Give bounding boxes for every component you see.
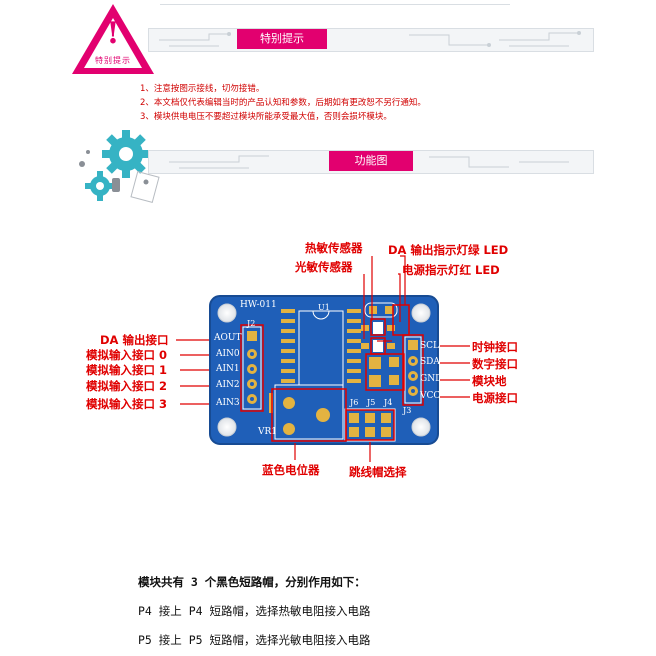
pin-ain2: AIN2 — [216, 380, 240, 390]
warning-title-banner: 特别提示 — [237, 29, 327, 49]
pin-scl: SCL — [420, 341, 440, 351]
warning-note-2: 2、本文档仅代表编辑当时的产品认知和参数，后期如有更改恕不另行通知。 — [140, 98, 426, 108]
callout-ground: 模块地 — [472, 374, 507, 388]
warning-circuit-bar — [148, 28, 594, 52]
callout-da-led: DA 输出指示灯绿 LED — [388, 243, 509, 257]
pcb-board — [209, 295, 439, 445]
callout-analog-in-1: 模拟输入接口 1 — [86, 363, 168, 377]
warning-notes: 1、注意按图示接线，切勿接错。 2、本文档仅代表编辑当时的产品认知和参数，后期如… — [140, 82, 426, 124]
pin-ain1: AIN1 — [216, 364, 240, 374]
pin-sda: SDA — [420, 357, 440, 367]
pin-vcc: VCC — [420, 391, 441, 401]
callout-data: 数字接口 — [472, 357, 518, 371]
callout-analog-in-2: 模拟输入接口 2 — [86, 379, 168, 393]
warning-note-3: 3、模块供电电压不要超过模块所能承受最大值，否则会损坏模块。 — [140, 112, 392, 122]
gears-icon — [74, 124, 164, 208]
board-name: HW-011 — [240, 300, 277, 310]
pot-label: VR1 — [258, 427, 278, 437]
header-right-label: J3 — [403, 406, 412, 415]
callout-jumper-select: 跳线帽选择 — [349, 465, 407, 479]
callout-da-output: DA 输出接口 — [100, 333, 169, 347]
pin-ain3: AIN3 — [216, 398, 240, 408]
callout-analog-in-0: 模拟输入接口 0 — [86, 348, 168, 362]
header-left-label: J2 — [247, 319, 256, 328]
callout-power-led: 电源指示灯红 LED — [402, 263, 500, 277]
warning-icon: ! 特别提示 — [70, 2, 156, 76]
callout-thermistor: 热敏传感器 — [305, 241, 363, 255]
warning-icon-label: 特别提示 — [95, 56, 131, 65]
jumper-j4-label: J4 — [384, 398, 393, 407]
pin-ain0: AIN0 — [216, 349, 240, 359]
top-rule — [160, 4, 510, 5]
pin-aout: AOUT — [214, 333, 242, 343]
callout-analog-in-3: 模拟输入接口 3 — [86, 397, 168, 411]
section-title-banner: 功能图 — [329, 151, 413, 171]
pin-gnd: GND — [420, 374, 443, 384]
warning-note-1: 1、注意按图示接线，切勿接错。 — [140, 84, 265, 94]
jumper-j6-label: J6 — [350, 398, 359, 407]
description-heading: 模块共有 3 个黑色短路帽，分别作用如下： — [138, 575, 366, 589]
callout-clock: 时钟接口 — [472, 340, 518, 354]
callout-potentiometer: 蓝色电位器 — [262, 463, 320, 477]
chip-label: U1 — [318, 303, 330, 312]
jumper-j5-label: J5 — [367, 398, 376, 407]
description-line-2: P5 接上 P5 短路帽，选择光敏电阻接入电路 — [138, 633, 371, 647]
warning-exclamation-mark: ! — [106, 16, 120, 51]
description-line-1: P4 接上 P4 短路帽，选择热敏电阻接入电路 — [138, 604, 371, 618]
callout-power: 电源接口 — [472, 391, 518, 405]
callout-photoresistor: 光敏传感器 — [295, 260, 353, 274]
